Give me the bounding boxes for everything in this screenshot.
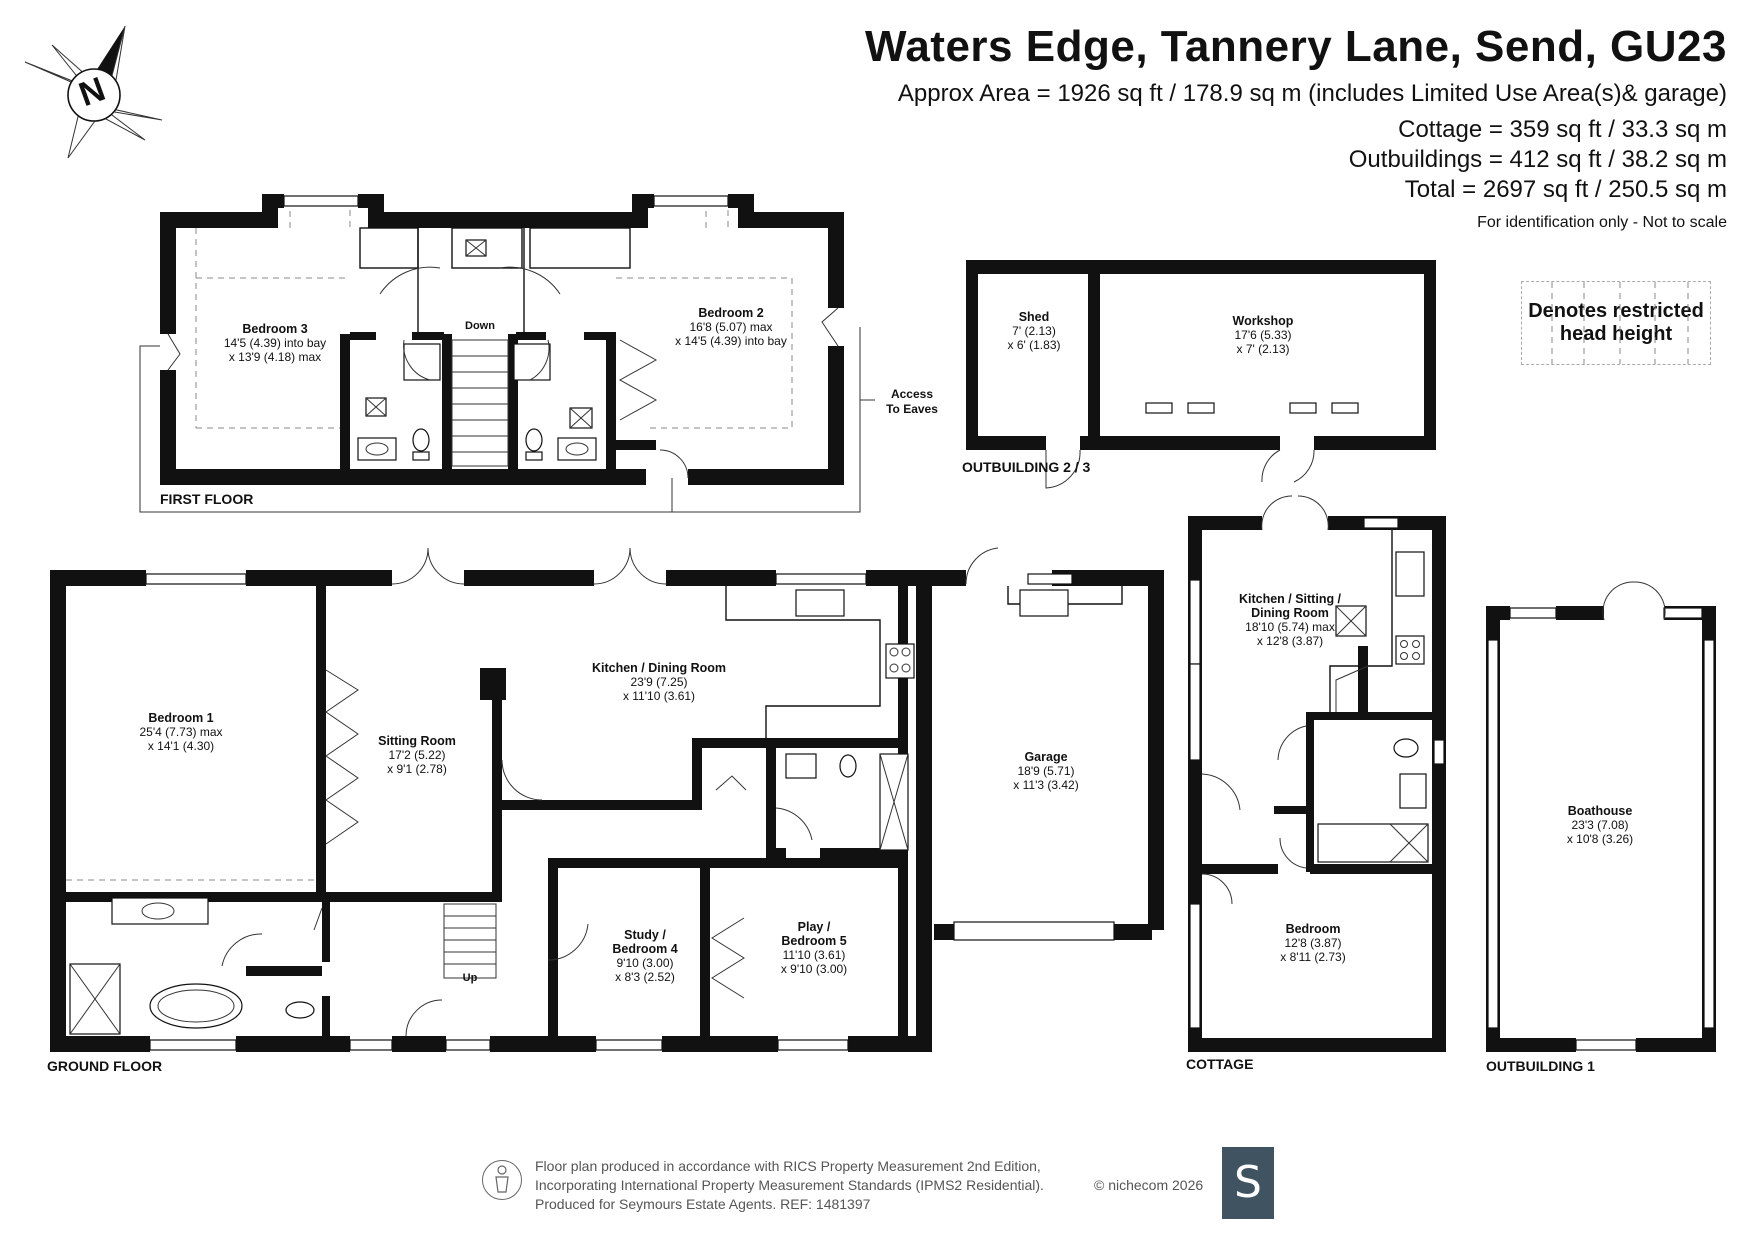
room-dim: 11'10 (3.61) — [782, 948, 846, 962]
room-name-2: Bedroom 5 — [781, 934, 847, 948]
room-name: Bedroom — [1285, 922, 1341, 936]
eaves-access-label: Access To Eaves — [886, 387, 938, 417]
room-dim: x 8'3 (2.52) — [615, 970, 675, 984]
cottage-area: Cottage = 359 sq ft / 33.3 sq m — [1398, 116, 1727, 143]
restricted-height-legend: Denotes restricted head height — [1521, 281, 1711, 365]
room-name: Bedroom 3 — [242, 322, 308, 336]
room-name: Kitchen / Dining Room — [591, 661, 727, 675]
room-dim: x 11'10 (3.61) — [622, 689, 696, 703]
access-label-2: To Eaves — [886, 402, 938, 416]
outbuilding-1-plan — [1486, 581, 1716, 1052]
room-name: Kitchen / Sitting / — [1238, 592, 1342, 606]
total-area: Total = 2697 sq ft / 250.5 sq m — [1404, 176, 1727, 203]
room-study-bedroom-4: Study / Bedroom 4 9'10 (3.00) x 8'3 (2.5… — [612, 928, 677, 984]
first-floor-plan — [139, 194, 875, 513]
disclaimer: For identification only - Not to scale — [1477, 214, 1727, 231]
outbuilding-2-3-label: OUTBUILDING 2 / 3 — [962, 459, 1091, 475]
agent-logo: S — [1222, 1147, 1274, 1219]
room-cottage-bedroom: Bedroom 12'8 (3.87) x 8'11 (2.73) — [1280, 922, 1345, 964]
room-dim: 18'10 (5.74) max — [1245, 620, 1335, 634]
room-workshop: Workshop 17'6 (5.33) x 7' (2.13) — [1233, 314, 1294, 356]
room-play-bedroom-5: Play / Bedroom 5 11'10 (3.61) x 9'10 (3.… — [781, 920, 847, 976]
stairs-up-label: Up — [462, 972, 478, 984]
footer-line-2: Incorporating International Property Mea… — [535, 1177, 1044, 1193]
room-dim: x 9'1 (2.78) — [387, 762, 447, 776]
legend-hatching — [1551, 282, 1689, 364]
room-dim: x 9'10 (3.00) — [780, 962, 848, 976]
room-name: Sitting Room — [378, 734, 456, 748]
room-dim: 25'4 (7.73) max — [139, 725, 223, 739]
room-name: Bedroom 1 — [148, 711, 214, 725]
room-name: Boathouse — [1567, 804, 1633, 818]
outbuilding-2-3-plan — [966, 260, 1436, 489]
room-name: Play / — [797, 920, 831, 934]
room-dim: x 11'3 (3.42) — [1013, 778, 1079, 792]
compass-icon — [24, 25, 163, 159]
room-shed: Shed 7' (2.13) x 6' (1.83) — [1008, 310, 1061, 352]
legend-line-2: head height — [1559, 323, 1673, 345]
room-bedroom-1: Bedroom 1 25'4 (7.73) max x 14'1 (4.30) — [140, 711, 223, 753]
room-dim: 23'9 (7.25) — [630, 675, 688, 689]
room-dim: 14'5 (4.39) into bay — [223, 336, 327, 350]
approx-area: Approx Area = 1926 sq ft / 178.9 sq m (i… — [897, 80, 1727, 107]
outbuildings-area: Outbuildings = 412 sq ft / 38.2 sq m — [1348, 146, 1727, 173]
room-bedroom-3: Bedroom 3 14'5 (4.39) into bay x 13'9 (4… — [224, 322, 326, 364]
room-dim: x 6' (1.83) — [1007, 338, 1061, 352]
ground-floor-plan — [50, 547, 1164, 1052]
room-dim: x 7' (2.13) — [1236, 342, 1290, 356]
logo-letter: S — [1234, 1157, 1262, 1208]
room-name: Workshop — [1232, 314, 1294, 328]
person-icon — [482, 1160, 522, 1200]
room-dim: x 14'5 (4.39) into bay — [675, 334, 787, 348]
room-dim: x 13'9 (4.18) max — [228, 350, 322, 364]
cottage-label: COTTAGE — [1186, 1056, 1254, 1072]
room-name: Study / — [624, 928, 666, 942]
room-name: Bedroom 2 — [698, 306, 764, 320]
room-name-2: Dining Room — [1251, 606, 1329, 620]
room-name-2: Bedroom 4 — [612, 942, 678, 956]
room-dim: 16'8 (5.07) max — [689, 320, 773, 334]
legend-line-1: Denotes restricted — [1528, 300, 1704, 322]
room-name: Shed — [1018, 310, 1050, 324]
stairs-down-label: Down — [465, 320, 495, 332]
footer-notes: Floor plan produced in accordance with R… — [535, 1157, 1044, 1214]
room-kitchen-dining: Kitchen / Dining Room 23'9 (7.25) x 11'1… — [592, 661, 726, 703]
room-name: Garage — [1024, 750, 1068, 764]
first-floor-label: FIRST FLOOR — [160, 491, 254, 507]
room-dim: x 10'8 (3.26) — [1566, 832, 1634, 846]
room-dim: 12'8 (3.87) — [1284, 936, 1342, 950]
ground-floor-label: GROUND FLOOR — [47, 1058, 163, 1074]
cottage-plan — [1188, 495, 1446, 1052]
page-title: Waters Edge, Tannery Lane, Send, GU23 — [864, 22, 1727, 71]
room-dim: 9'10 (3.00) — [616, 956, 674, 970]
room-dim: 17'2 (5.22) — [388, 748, 446, 762]
access-label-1: Access — [890, 387, 934, 401]
room-dim: 23'3 (7.08) — [1571, 818, 1629, 832]
room-dim: x 12'8 (3.87) — [1256, 634, 1324, 648]
room-garage: Garage 18'9 (5.71) x 11'3 (3.42) — [1013, 750, 1078, 792]
copyright: © nichecom 2026 — [1094, 1177, 1204, 1193]
room-dim: x 8'11 (2.73) — [1280, 950, 1346, 964]
room-dim: 18'9 (5.71) — [1017, 764, 1075, 778]
room-dim: 7' (2.13) — [1012, 324, 1056, 338]
room-dim: 17'6 (5.33) — [1234, 328, 1292, 342]
room-sitting-room: Sitting Room 17'2 (5.22) x 9'1 (2.78) — [378, 734, 456, 776]
room-dim: x 14'1 (4.30) — [147, 739, 215, 753]
outbuilding-1-label: OUTBUILDING 1 — [1486, 1058, 1595, 1074]
room-cottage-kitchen: Kitchen / Sitting / Dining Room 18'10 (5… — [1239, 592, 1341, 648]
footer-line-3: Produced for Seymours Estate Agents. REF… — [535, 1196, 871, 1212]
footer-line-1: Floor plan produced in accordance with R… — [535, 1158, 1041, 1174]
room-bedroom-2: Bedroom 2 16'8 (5.07) max x 14'5 (4.39) … — [675, 306, 787, 348]
room-boathouse: Boathouse 23'3 (7.08) x 10'8 (3.26) — [1567, 804, 1633, 846]
